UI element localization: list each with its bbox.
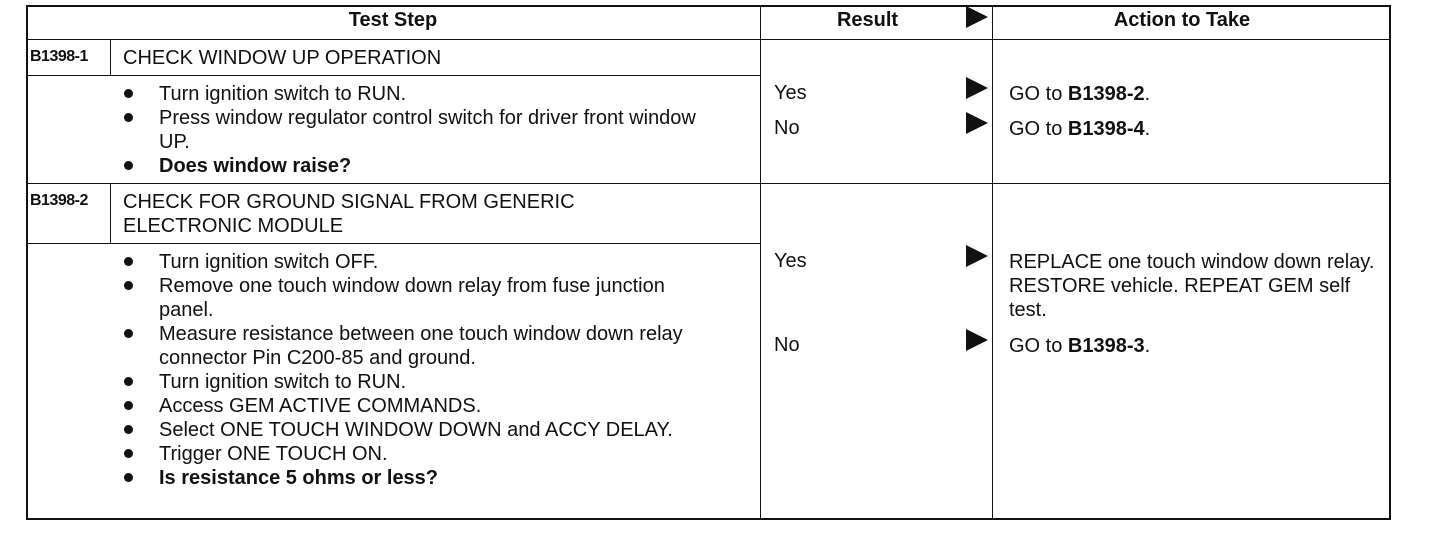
arrow-icon [966, 6, 988, 28]
action-text: GO to B1398-3. [1009, 334, 1384, 358]
step-title: CHECK FOR GROUND SIGNAL FROM GENERIC ELE… [123, 191, 575, 237]
result-no: No [774, 334, 800, 356]
header-action: Action to Take [1113, 9, 1251, 31]
step-code: B1398-2 [30, 192, 88, 209]
list-item: Turn ignition switch to RUN. [120, 370, 720, 394]
action-prefix: GO to [1009, 83, 1068, 105]
step-title: CHECK WINDOW UP OPERATION [123, 47, 442, 69]
action-text: REPLACE one touch window down relay. RES… [1009, 251, 1375, 321]
action-ref: B1398-3 [1067, 335, 1145, 357]
list-item: Select ONE TOUCH WINDOW DOWN and ACCY DE… [120, 418, 720, 442]
header-test-step: Test Step [348, 9, 438, 31]
result-no: No [774, 117, 800, 139]
list-item: Does window raise? [120, 154, 720, 178]
action-suffix: . [1144, 118, 1151, 140]
action-ref: B1398-2 [1067, 83, 1145, 105]
result-yes: Yes [774, 82, 807, 104]
list-item: Trigger ONE TOUCH ON. [120, 442, 720, 466]
header-result: Result [836, 9, 899, 31]
result-yes: Yes [774, 250, 807, 272]
row-rule [26, 183, 1391, 184]
header-rule [26, 39, 1391, 40]
action-suffix: . [1144, 83, 1151, 105]
column-divider [760, 5, 761, 520]
list-item: Measure resistance between one touch win… [120, 322, 720, 370]
title-rule [26, 75, 760, 76]
action-prefix: GO to [1009, 118, 1068, 140]
step-bullet-list: Turn ignition switch to RUN. Press windo… [120, 82, 720, 178]
list-item: Is resistance 5 ohms or less? [120, 466, 720, 490]
step-bullet-list: Turn ignition switch OFF. Remove one tou… [120, 250, 720, 490]
code-divider [110, 184, 111, 243]
list-item: Turn ignition switch to RUN. [120, 82, 720, 106]
action-text: GO to B1398-2. [1009, 82, 1384, 106]
arrow-icon [966, 77, 988, 99]
list-item: Turn ignition switch OFF. [120, 250, 720, 274]
arrow-icon [966, 245, 988, 267]
list-item: Press window regulator control switch fo… [120, 106, 720, 154]
list-item: Remove one touch window down relay from … [120, 274, 720, 322]
arrow-icon [966, 112, 988, 134]
code-divider [110, 40, 111, 75]
column-divider [992, 5, 993, 520]
title-rule [26, 243, 760, 244]
action-prefix: GO to [1009, 335, 1068, 357]
action-text: GO to B1398-4. [1009, 117, 1384, 141]
list-item: Access GEM ACTIVE COMMANDS. [120, 394, 720, 418]
action-ref: B1398-4 [1067, 118, 1145, 140]
action-suffix: . [1144, 335, 1151, 357]
table-frame [26, 5, 1391, 520]
step-code: B1398-1 [30, 48, 88, 65]
arrow-icon [966, 329, 988, 351]
